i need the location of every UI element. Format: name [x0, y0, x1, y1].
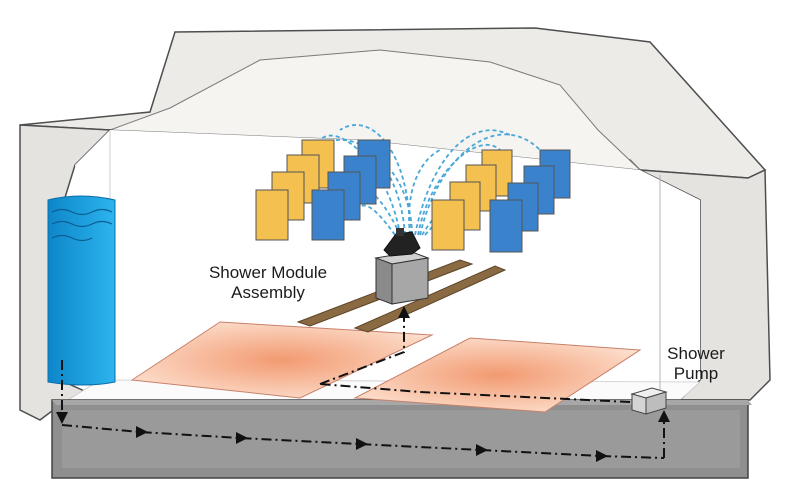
heat-pad-left [130, 321, 434, 399]
arrowhead-icon [476, 444, 488, 456]
shower-pump-label: Shower Pump [656, 344, 736, 384]
base-sump [51, 399, 752, 479]
base-inner-channel [62, 410, 740, 468]
shower-module-label-line2: Assembly [231, 283, 305, 302]
arrowhead-icon [236, 432, 248, 444]
water-body [47, 195, 116, 386]
spray-arc [354, 204, 396, 236]
panel-array-left [255, 139, 391, 241]
nozzle-tip [396, 228, 404, 236]
arrowhead-icon [136, 426, 148, 438]
shower-module-label: Shower Module Assembly [202, 263, 334, 303]
shower-module [374, 228, 430, 305]
spray-arc [408, 149, 441, 236]
shower-pump-label-line1: Shower [667, 344, 725, 363]
water-wave-3 [51, 234, 93, 242]
panel-array-right [431, 149, 571, 253]
flow-lines [56, 306, 670, 459]
module-side [391, 257, 429, 305]
water-wave-1 [51, 208, 113, 216]
shower-pump-label-line2: Pump [673, 364, 719, 383]
arrowhead-icon [356, 438, 368, 450]
water-reservoir [47, 195, 116, 386]
module-front [375, 257, 393, 305]
panel-blue [311, 189, 345, 241]
shower-module-label-line1: Shower Module [208, 263, 328, 282]
panel-yellow [431, 199, 465, 251]
shower-pump [630, 387, 668, 415]
spray-arc [319, 134, 401, 236]
spray-arc [417, 144, 501, 236]
flow-floor-to-module [319, 306, 410, 385]
pump-front [631, 393, 647, 415]
base-top-edge [52, 400, 752, 405]
water-wave-2 [51, 220, 113, 228]
heat-pad-right [353, 337, 642, 413]
panel-blue [489, 199, 523, 253]
pump-side [645, 391, 667, 415]
panel-yellow [255, 189, 289, 241]
rail-2 [353, 265, 507, 333]
base-flow-arrows [136, 426, 608, 462]
heat-pads [130, 321, 642, 413]
arrowhead-icon [596, 450, 608, 462]
spray-arc [414, 129, 511, 236]
spray-arc [419, 133, 541, 236]
